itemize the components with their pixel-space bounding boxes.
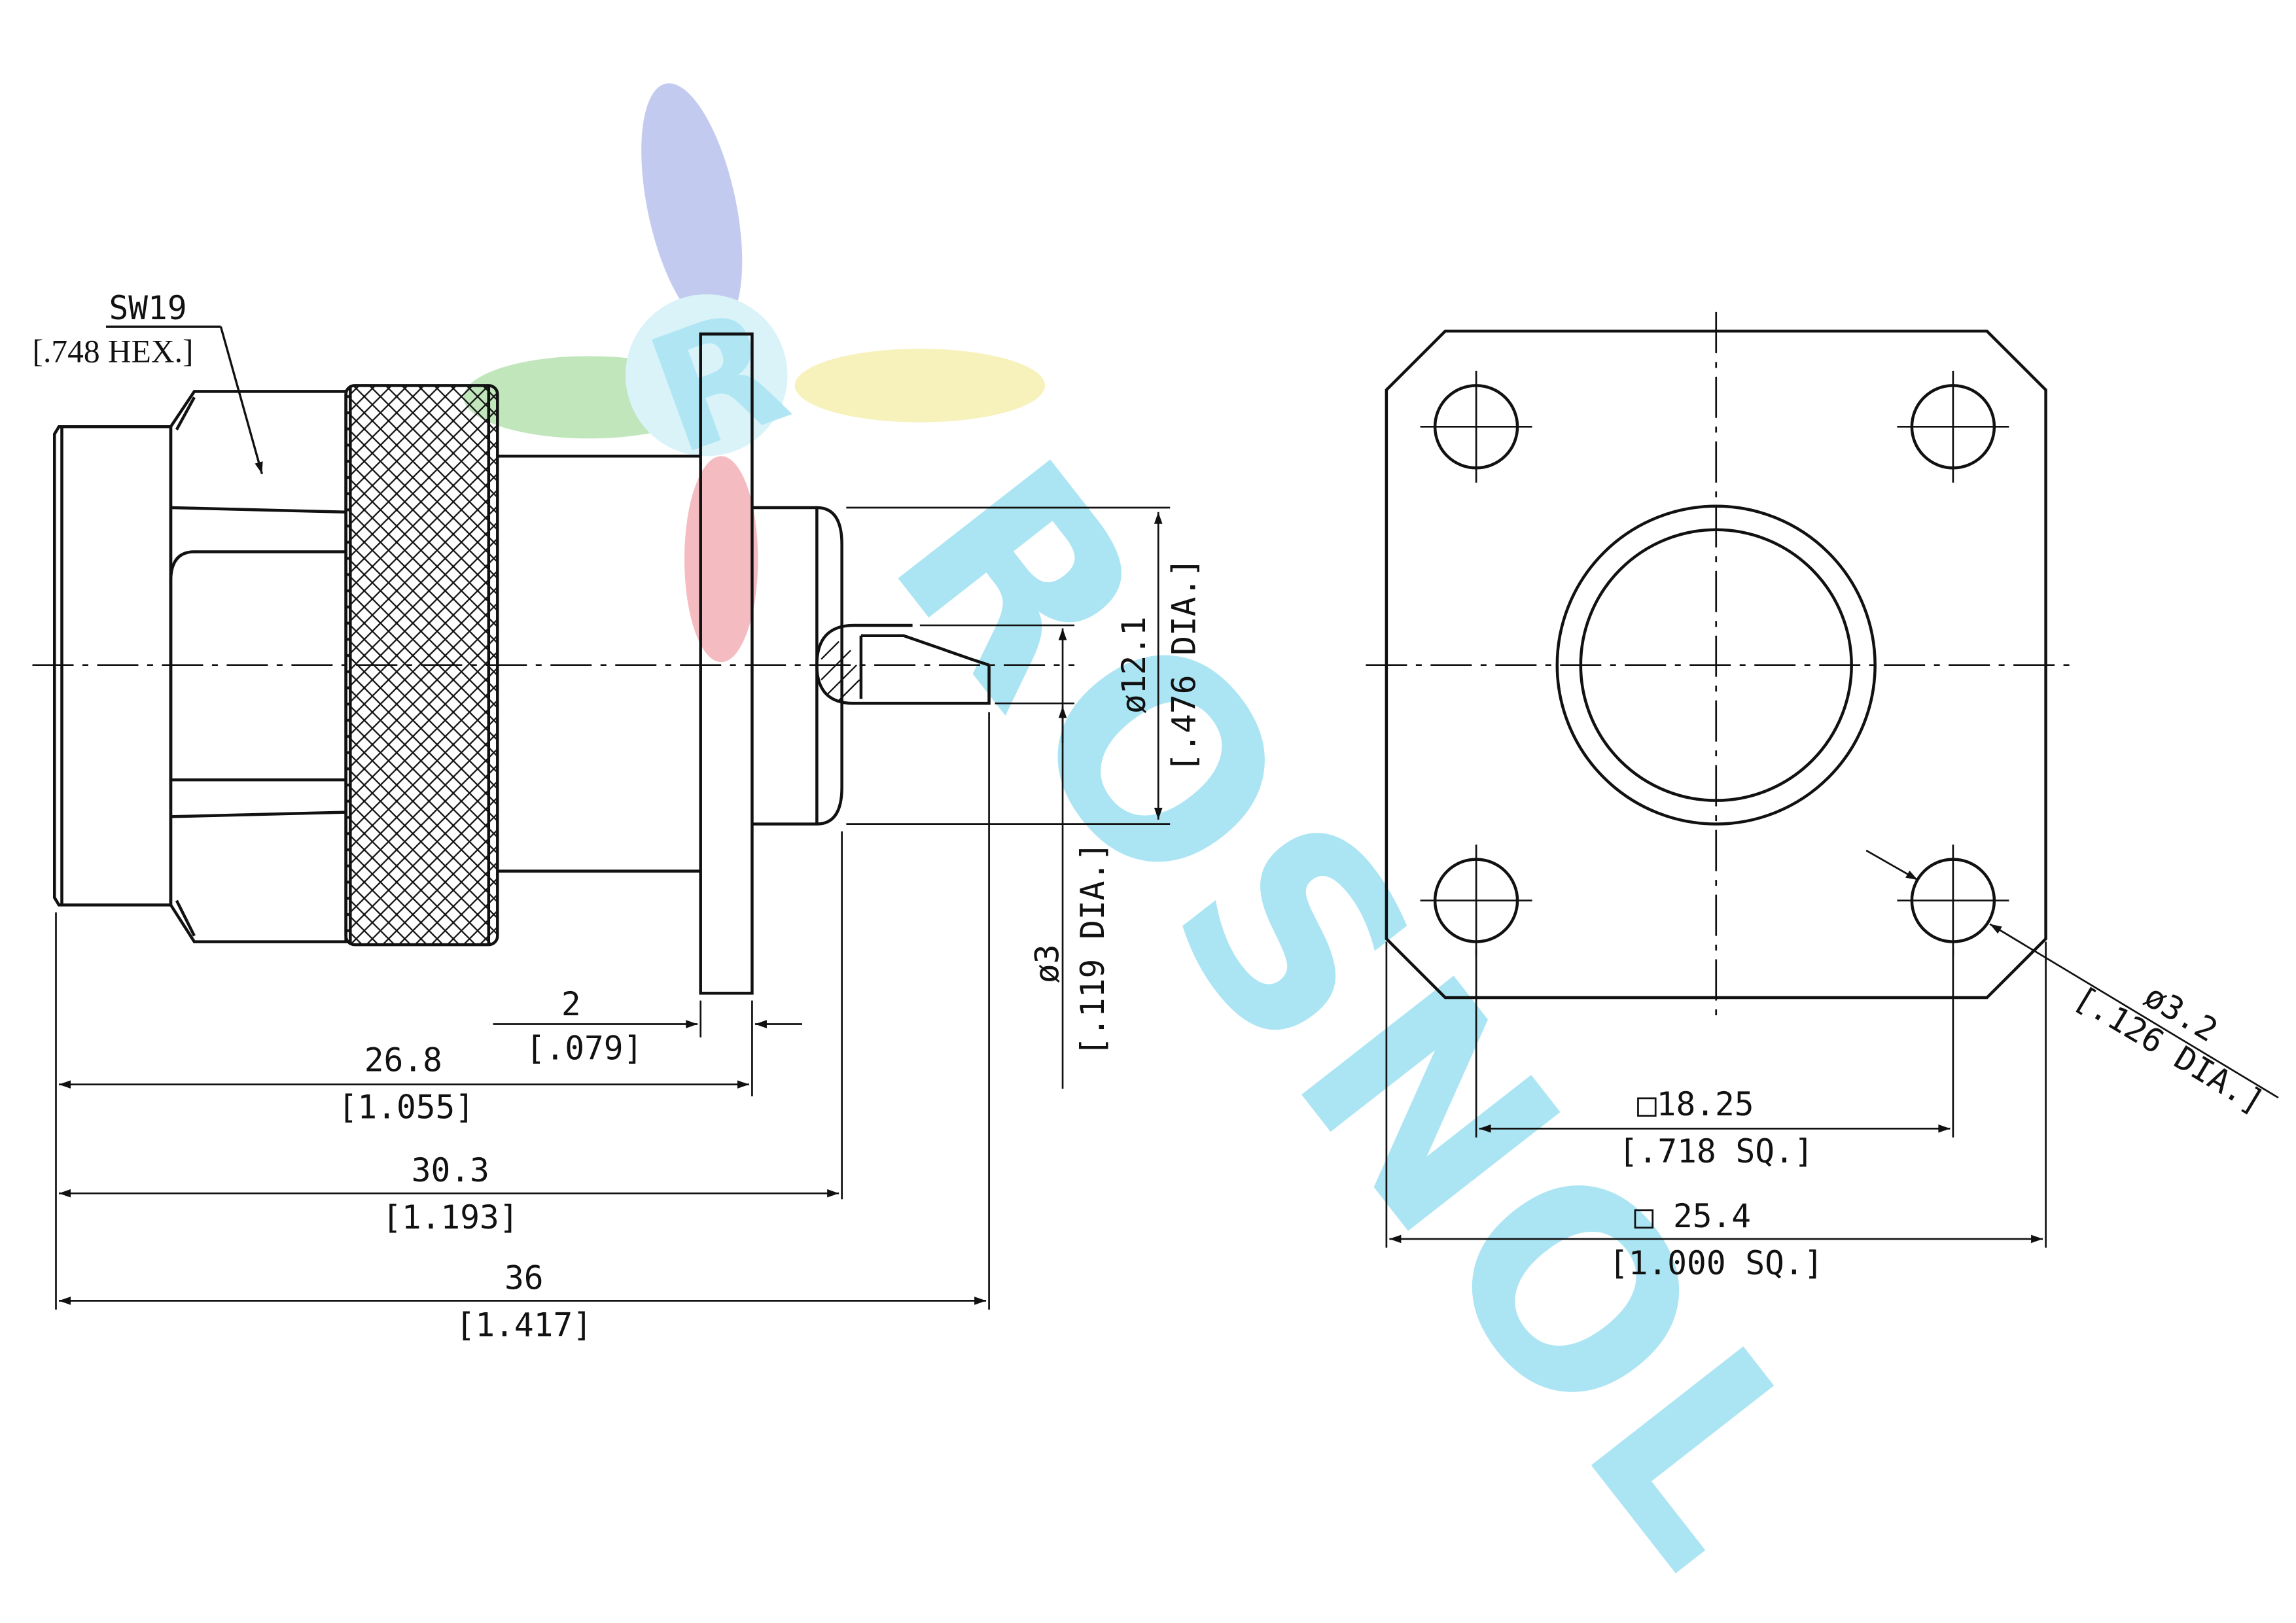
length-to-flange-label: 26.8 xyxy=(364,1041,442,1079)
logo-swoosh-blue xyxy=(641,83,743,329)
pin-diameter-inch-label: [.119 DIA.] xyxy=(1074,842,1112,1056)
hex-flat-lower xyxy=(175,899,196,937)
hole-spacing-label: □18.25 xyxy=(1637,1085,1754,1123)
pin-slot xyxy=(860,634,990,667)
logo-letter-r: R xyxy=(627,272,809,492)
length-to-body-inch-label: [1.193] xyxy=(382,1198,518,1236)
flange-square xyxy=(1385,329,2047,1000)
length-to-flange-inch-label: [1.055] xyxy=(338,1088,474,1126)
watermark-logo: R xyxy=(463,83,1046,663)
hex-nut-edge-bottom xyxy=(170,811,346,818)
logo-swoosh-red xyxy=(684,456,758,663)
watermark-text: ROSNOL xyxy=(834,408,1881,1623)
hole-dia-leader-out xyxy=(1989,923,2279,1099)
pin-diameter-label: ø3 xyxy=(1028,945,1066,984)
body-diameter-label: ø12.1 xyxy=(1115,616,1153,714)
logo-swoosh-yellow xyxy=(794,349,1046,423)
hole-spacing-inch-label: [.718 SQ.] xyxy=(1619,1132,1814,1170)
sw19-inch-label: [.748 HEX.] xyxy=(33,333,194,369)
side-view xyxy=(32,325,1171,1310)
sw19-label: SW19 xyxy=(109,289,186,327)
hex-flat-top xyxy=(169,550,346,782)
flange xyxy=(699,332,754,995)
front-view xyxy=(1366,311,2279,1248)
hex-nut xyxy=(169,390,347,943)
sw19-leader xyxy=(219,326,264,474)
hex-flat-upper xyxy=(175,396,196,430)
rear-body xyxy=(497,455,701,873)
hole-crosshairs xyxy=(1420,370,2009,957)
flange-thickness-inch-label: [.079] xyxy=(526,1030,643,1068)
flange-size-label: □ 25.4 xyxy=(1634,1197,1751,1235)
hole-dia-leader-in xyxy=(1865,849,1918,881)
flange-size-inch-label: [1.000 SQ.] xyxy=(1609,1244,1824,1282)
overall-length-label: 36 xyxy=(504,1259,544,1297)
hex-nut-edge-top xyxy=(170,506,346,514)
body-diameter-inch-label: [.476 DIA.] xyxy=(1165,558,1203,773)
flange-thickness-label: 2 xyxy=(561,985,581,1023)
overall-length-inch-label: [1.417] xyxy=(456,1306,592,1344)
length-to-body-label: 30.3 xyxy=(412,1151,489,1189)
